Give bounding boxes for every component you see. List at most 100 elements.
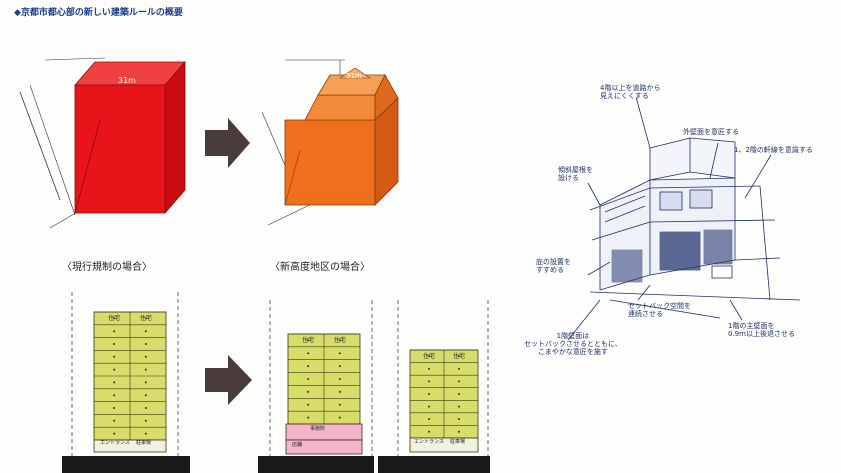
- annotation-main-wall: 1階の主壁面を 0.9m以上後退させる: [728, 322, 795, 338]
- unit-marker: [457, 430, 460, 433]
- page-title: ◆京都市都心部の新しい建築ルールの概要: [14, 8, 183, 18]
- entrance-floor: [93, 439, 167, 453]
- entrance-label: エントランス: [100, 440, 130, 446]
- block-side-face: [164, 60, 186, 215]
- dimension-line: [19, 91, 61, 201]
- annotation-line: 連続させる: [628, 310, 663, 319]
- unit-marker: [457, 418, 460, 421]
- unit-label: 住宅: [108, 314, 120, 322]
- unit-marker: [457, 393, 460, 395]
- unit-label: 住宅: [453, 352, 465, 360]
- block-front-face: [74, 84, 166, 214]
- unit-marker: [144, 381, 147, 384]
- annotation-eaves-recommend: 庇の設置を すすめる: [536, 258, 571, 274]
- annotation-exterior-wall: 外壁面を意匠する: [683, 128, 739, 136]
- unit-marker: [113, 330, 116, 333]
- unit-marker: [307, 403, 310, 406]
- block-upper-face: [304, 94, 376, 121]
- unit-marker: [428, 355, 431, 358]
- unit-marker: [307, 339, 310, 342]
- unit-marker: [144, 419, 147, 422]
- unit-marker: [113, 368, 116, 371]
- block-edge-line: [284, 149, 301, 206]
- unit-marker: [144, 330, 147, 333]
- annotation-eaves: 1、2階の軒線を意識する: [734, 146, 813, 154]
- parking-label-alt: 駐車場: [450, 439, 466, 445]
- unit-marker: [457, 367, 460, 370]
- roof-ridge: [339, 67, 371, 79]
- unit-marker: [144, 355, 147, 358]
- unit-label: 住宅: [334, 336, 346, 344]
- annotation-first-floor-wall: 1階壁面は セットバックさせるとともに、 こまやかな意匠を施す: [524, 332, 622, 356]
- unit-marker: [428, 367, 431, 370]
- commercial-label: 事務所: [310, 426, 326, 432]
- unit-marker: [144, 343, 147, 345]
- dimension-line: [29, 84, 76, 216]
- unit-marker: [338, 403, 341, 406]
- unit-marker: [113, 394, 116, 397]
- annotation-line: 設ける: [558, 174, 579, 183]
- unit-marker: [338, 365, 341, 368]
- unit-marker: [307, 352, 310, 355]
- current-regulation-block: [19, 57, 186, 229]
- unit-marker: [113, 419, 116, 422]
- transition-arrow: [205, 355, 252, 405]
- new-building-elevation: 住宅 住宅: [258, 300, 374, 473]
- annotation-line: セットバック空間を: [628, 302, 691, 310]
- unit-label: 住宅: [302, 336, 314, 344]
- entrance-label-alt: エントランス: [414, 439, 444, 445]
- unit-marker: [307, 365, 310, 368]
- unit-marker: [338, 390, 341, 393]
- block-front-face: [284, 119, 376, 206]
- annotation-line: すすめる: [536, 266, 564, 275]
- streetscape-sketch: [567, 96, 801, 341]
- ground-block: [62, 456, 190, 473]
- unit-marker: [144, 394, 147, 397]
- ground-block: [378, 456, 490, 473]
- new-height-district-block: [261, 59, 399, 226]
- annotation-line: セットバックさせるとともに、: [524, 340, 622, 349]
- unit-marker: [113, 407, 116, 409]
- entrance-floor: [409, 437, 479, 453]
- block-edge-line: [74, 119, 101, 214]
- unit-marker: [144, 317, 147, 320]
- unit-label: 住宅: [140, 314, 152, 322]
- unit-marker: [113, 381, 116, 384]
- annotation-line: 4階以上を道路から: [600, 84, 661, 92]
- block-roof-side: [374, 74, 399, 121]
- unit-marker: [428, 430, 431, 433]
- annotation-line: 1階壁面は: [556, 332, 590, 340]
- parking-label: 駐車場: [136, 440, 152, 446]
- transition-arrow: [205, 118, 250, 168]
- unit-marker: [307, 390, 310, 393]
- unit-marker: [144, 407, 147, 409]
- annotation-line: 庇の設置を: [536, 258, 571, 266]
- unit-marker: [338, 339, 341, 342]
- unit-marker: [144, 368, 147, 371]
- current-building-elevation: 住宅 住宅: [62, 292, 190, 473]
- unit-marker: [428, 380, 431, 383]
- annotation-line: こまやかな意匠を施す: [537, 348, 608, 357]
- current-height-label: 31m: [118, 76, 136, 85]
- annotation-line: 1階の主壁面を: [728, 322, 775, 330]
- unit-marker: [338, 416, 341, 419]
- unit-marker: [428, 393, 431, 395]
- unit-marker: [113, 355, 116, 358]
- annotation-upper-floors: 4階以上を道路から 見えにくくする: [600, 84, 660, 100]
- annotation-line: 見えにくくする: [600, 92, 649, 101]
- unit-marker: [428, 418, 431, 421]
- unit-marker: [307, 378, 310, 380]
- unit-marker: [113, 432, 116, 435]
- unit-marker: [457, 355, 460, 358]
- new-height-label: 31m: [346, 72, 362, 80]
- ground-block: [258, 456, 374, 473]
- caption-current: 〈現行規制の場合〉: [62, 262, 152, 273]
- unit-marker: [113, 317, 116, 320]
- shop-label: 店舗: [292, 442, 303, 448]
- unit-label: 住宅: [423, 352, 435, 360]
- shop-floor: [285, 439, 363, 455]
- dimension-line: [44, 57, 106, 61]
- unit-marker: [457, 405, 460, 408]
